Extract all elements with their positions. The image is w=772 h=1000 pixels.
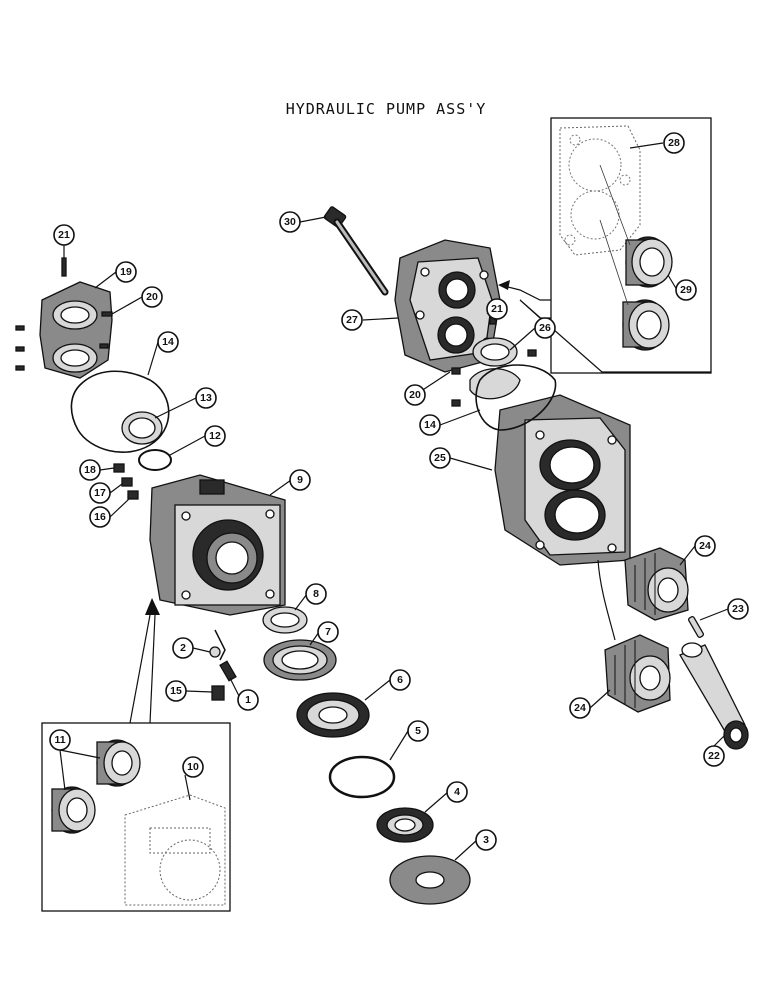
shaft-seal [121, 411, 163, 445]
needle-bearing-icon [96, 739, 141, 787]
svg-text:17: 17 [94, 487, 106, 499]
callout-15: 15 [165, 680, 187, 702]
callout-4: 4 [446, 781, 468, 803]
svg-text:24: 24 [699, 540, 711, 552]
callout-3: 3 [475, 829, 497, 851]
callout-2: 2 [172, 637, 194, 659]
svg-text:21: 21 [491, 303, 503, 315]
svg-text:6: 6 [397, 674, 403, 686]
callout-16: 16 [89, 506, 111, 528]
callout-7: 7 [317, 621, 339, 643]
lock-nut [389, 855, 471, 905]
needle-bearing-icon [625, 236, 673, 288]
drive-gear [624, 547, 689, 621]
rear-cover [394, 239, 501, 373]
callout-9: 9 [289, 469, 311, 491]
callout-24-bottom: 24 [569, 697, 591, 719]
svg-text:7: 7 [325, 626, 331, 638]
needle-bearing-icon [622, 299, 670, 351]
svg-text:10: 10 [187, 761, 199, 773]
svg-text:19: 19 [120, 266, 132, 278]
through-bolt [323, 206, 389, 296]
callout-30: 30 [279, 211, 301, 233]
driven-gear [604, 634, 671, 713]
svg-text:24: 24 [574, 702, 586, 714]
callout-29: 29 [675, 279, 697, 301]
callout-21-left: 21 [53, 224, 75, 246]
callout-13: 13 [195, 387, 217, 409]
ball-bearing [263, 639, 337, 681]
svg-text:9: 9 [297, 474, 303, 486]
oil-seal [376, 807, 434, 843]
callout-1: 1 [237, 689, 259, 711]
callout-20-right: 20 [404, 384, 426, 406]
callout-12: 12 [204, 425, 226, 447]
callout-20-left: 20 [141, 286, 163, 308]
svg-text:12: 12 [209, 430, 221, 442]
o-ring-gasket [70, 370, 170, 453]
drive-shaft [679, 642, 749, 750]
svg-text:4: 4 [454, 786, 460, 798]
snap-ring [328, 755, 396, 799]
ball-bearing [296, 692, 370, 738]
svg-text:22: 22 [708, 750, 720, 762]
callout-8: 8 [305, 583, 327, 605]
svg-text:1: 1 [245, 694, 251, 706]
callout-24-top: 24 [694, 535, 716, 557]
front-cover-plate [39, 281, 113, 379]
o-ring-gasket [475, 364, 557, 431]
bearing-race [262, 606, 308, 634]
svg-text:18: 18 [84, 464, 96, 476]
needle-bearing-icon [51, 786, 96, 834]
svg-text:23: 23 [732, 603, 744, 615]
inset-front-housing [41, 722, 231, 912]
callout-11: 11 [49, 729, 71, 751]
front-housing [149, 474, 286, 616]
callout-17: 17 [89, 482, 111, 504]
svg-text:21: 21 [58, 229, 70, 241]
svg-text:3: 3 [483, 834, 489, 846]
svg-text:2: 2 [180, 642, 186, 654]
svg-text:5: 5 [415, 725, 421, 737]
callout-28: 28 [663, 132, 685, 154]
svg-text:8: 8 [313, 588, 319, 600]
diagram-title: HYDRAULIC PUMP ASS'Y [285, 100, 487, 118]
svg-text:26: 26 [539, 322, 551, 334]
svg-text:30: 30 [284, 216, 296, 228]
svg-text:27: 27 [346, 314, 358, 326]
svg-text:25: 25 [434, 452, 446, 464]
callout-22: 22 [703, 745, 725, 767]
svg-text:20: 20 [409, 389, 421, 401]
svg-text:28: 28 [668, 137, 680, 149]
inset-rear-cover [550, 117, 712, 374]
callout-10: 10 [182, 756, 204, 778]
callout-21-right: 21 [486, 298, 508, 320]
callout-6: 6 [389, 669, 411, 691]
gear-housing [494, 394, 631, 566]
callout-5: 5 [407, 720, 429, 742]
svg-text:29: 29 [680, 284, 692, 296]
svg-text:11: 11 [54, 734, 65, 746]
callout-23: 23 [727, 598, 749, 620]
callout-18: 18 [79, 459, 101, 481]
callout-25: 25 [429, 447, 451, 469]
svg-text:14: 14 [424, 419, 436, 431]
svg-text:20: 20 [146, 291, 158, 303]
svg-text:16: 16 [94, 511, 106, 523]
svg-text:14: 14 [162, 336, 174, 348]
callout-14-right: 14 [419, 414, 441, 436]
callout-26: 26 [534, 317, 556, 339]
svg-text:15: 15 [170, 685, 182, 697]
callout-14-left: 14 [157, 331, 179, 353]
svg-text:13: 13 [200, 392, 212, 404]
callout-27: 27 [341, 309, 363, 331]
callout-19: 19 [115, 261, 137, 283]
